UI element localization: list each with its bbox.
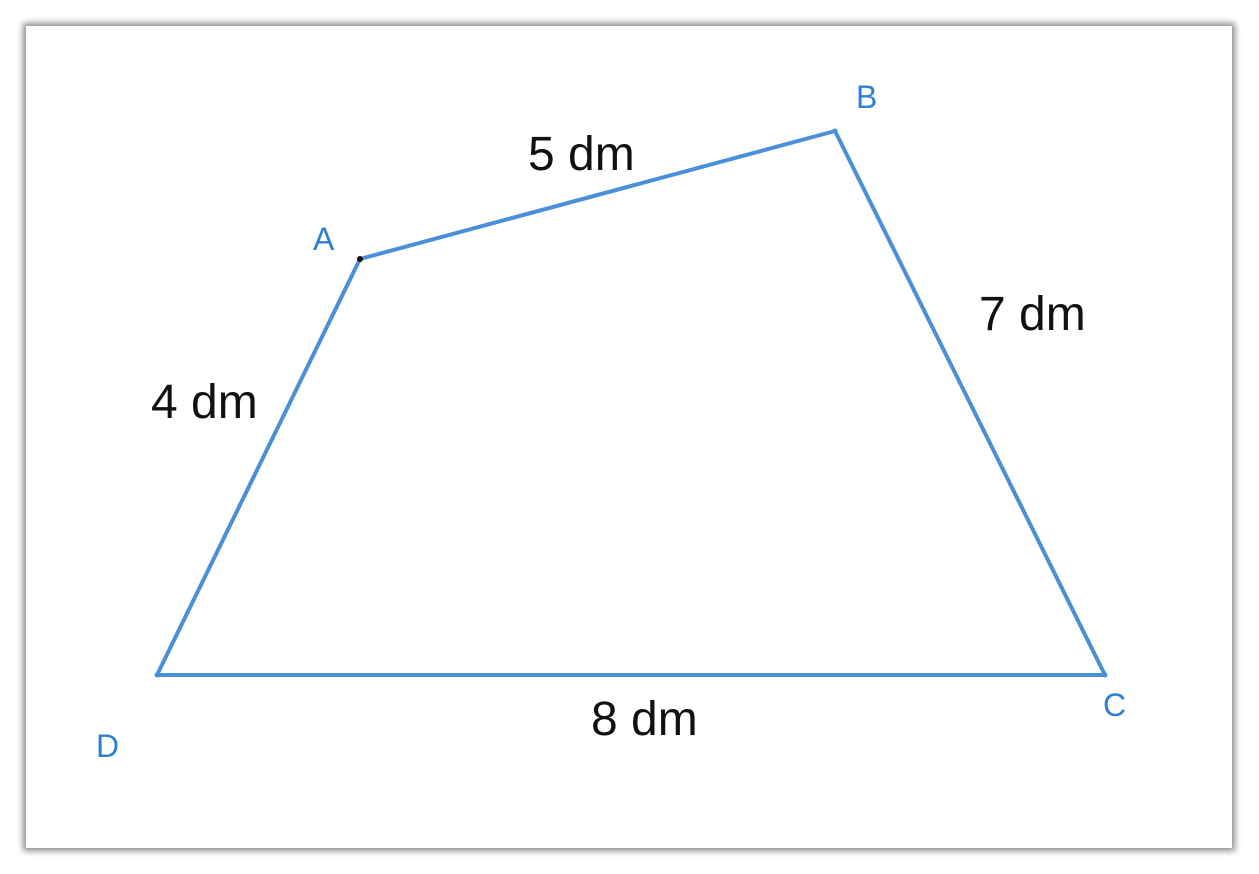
vertex-point-d bbox=[154, 672, 160, 678]
side-length-da: 4 dm bbox=[151, 376, 258, 429]
vertex-label-d: D bbox=[96, 728, 119, 764]
side-length-bc: 7 dm bbox=[979, 288, 1086, 341]
edge-ab bbox=[358, 129, 837, 261]
edge-da bbox=[155, 257, 362, 677]
edge-bc bbox=[833, 129, 1107, 677]
side-length-cd: 8 dm bbox=[591, 693, 698, 746]
vertex-point-b bbox=[832, 128, 838, 134]
vertex-label-b: B bbox=[856, 79, 877, 115]
vertex-point-c bbox=[1102, 672, 1108, 678]
vertex-point-a bbox=[357, 256, 363, 262]
side-length-ab: 5 dm bbox=[528, 128, 635, 181]
vertex-label-a: A bbox=[313, 221, 335, 257]
figure-frame bbox=[26, 26, 1232, 848]
vertex-label-c: C bbox=[1103, 687, 1126, 723]
